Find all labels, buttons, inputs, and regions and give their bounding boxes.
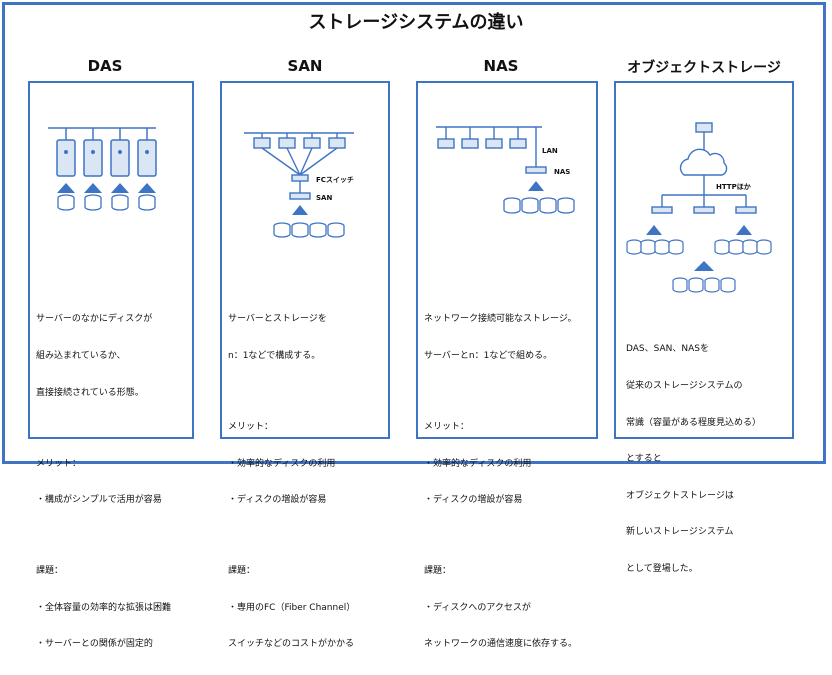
nas-diagram: LAN NAS [436,126,575,214]
san-merit: ・ディスクの増設が容易 [228,495,327,506]
server-icon [278,137,296,149]
server-icon [461,138,479,149]
san-issue-title: 課題： [228,566,256,577]
san-merit-title: メリット： [228,422,274,433]
das-merit-title: メリット： [36,458,82,469]
server-icon [485,138,503,149]
node-icon [693,206,715,214]
san-line: n：1などで構成する。 [228,351,321,362]
fc-switch-label: FCスイッチ [316,176,354,184]
object-line: 新しいストレージシステム [626,527,734,538]
page-title: ストレージシステムの違い [308,12,524,33]
nas-box-icon [525,166,547,174]
cloud-icon [679,148,728,176]
nas-label: NAS [554,168,570,176]
das-issue: ・サーバーとの関係が固定的 [36,639,153,650]
object-line: 常識（容量がある程度見込める） [626,417,762,428]
san-heading: SAN [287,57,323,75]
lan-label: LAN [542,147,558,155]
das-panel: サーバーのなかにディスクが 組み込まれているか、 直接接続されている形態。 メリ… [28,81,194,649]
san-panel: FCスイッチ SAN サーバーとストレージを n：1などで構成する。 メリット：… [220,81,390,649]
object-panel: HTTPほか DAS、SAN、NASを 従来のストレージシステムの 常識（容量が… [614,81,794,574]
das-description: サーバーのなかにディスクが 組み込まれているか、 直接接続されている形態。 メリ… [36,289,171,675]
server-icon [509,138,527,149]
nas-line: サーバーとn：1などで組める。 [424,351,553,362]
server-icon [695,122,713,133]
server-icon [110,139,130,177]
server-icon [56,139,76,177]
nas-description: ネットワーク接続可能なストレージ。 サーバーとn：1などで組める。 メリット： … [424,289,577,675]
nas-panel: LAN NAS ネットワーク接続可能なストレージ。 サーバーとn：1などで組める… [416,81,598,649]
san-issue: スイッチなどのコストがかかる [228,639,355,650]
server-icon [437,138,455,149]
das-issue: ・全体容量の効率的な拡張は困難 [36,602,172,613]
object-diagram: HTTPほか [626,122,772,293]
object-line: とすると [626,454,662,465]
object-line: DAS、SAN、NASを [626,344,710,355]
server-icon [83,139,103,177]
fc-switch-icon [291,174,309,182]
node-icon [735,206,757,214]
node-icon [651,206,673,214]
server-icon [137,139,157,177]
nas-line: ネットワーク接続可能なストレージ。 [424,314,577,325]
object-line: 従来のストレージシステムの [626,381,743,392]
das-diagram [48,127,157,211]
nas-merit: ・ディスクの増設が容易 [424,495,523,506]
das-line: 直接接続されている形態。 [36,387,144,398]
das-issue-title: 課題： [36,566,64,577]
http-label: HTTPほか [716,183,751,191]
das-line: 組み込まれているか、 [36,351,126,362]
object-line: オブジェクトストレージは [626,490,734,501]
nas-issue: ・ディスクへのアクセスが [424,602,531,613]
outer-frame [2,2,826,464]
nas-issue: ネットワークの通信速度に依存する。 [424,639,578,650]
server-icon [303,137,321,149]
das-line: サーバーのなかにディスクが [36,314,153,325]
nas-heading: NAS [483,57,519,75]
object-line: として登場した。 [626,564,698,575]
san-description: サーバーとストレージを n：1などで構成する。 メリット： ・効率的なディスクの… [228,289,355,675]
san-line: サーバーとストレージを [228,314,327,325]
server-icon [253,137,271,149]
object-description: DAS、SAN、NASを 従来のストレージシステムの 常識（容量がある程度見込め… [626,319,761,600]
nas-merit: ・効率的なディスクの利用 [424,458,532,469]
nas-merit-title: メリット： [424,422,470,433]
san-label: SAN [316,194,332,202]
san-issue: ・専用のFC（Fiber Channel） [228,602,356,613]
das-merit: ・構成がシンプルで活用が容易 [36,495,162,506]
nas-issue-title: 課題： [424,566,452,577]
san-diagram: FCスイッチ SAN [244,132,354,238]
san-switch-icon [289,192,311,200]
object-heading: オブジェクトストレージ [627,60,781,76]
das-heading: DAS [87,57,123,75]
san-merit: ・効率的なディスクの利用 [228,458,336,469]
server-icon [328,137,346,149]
